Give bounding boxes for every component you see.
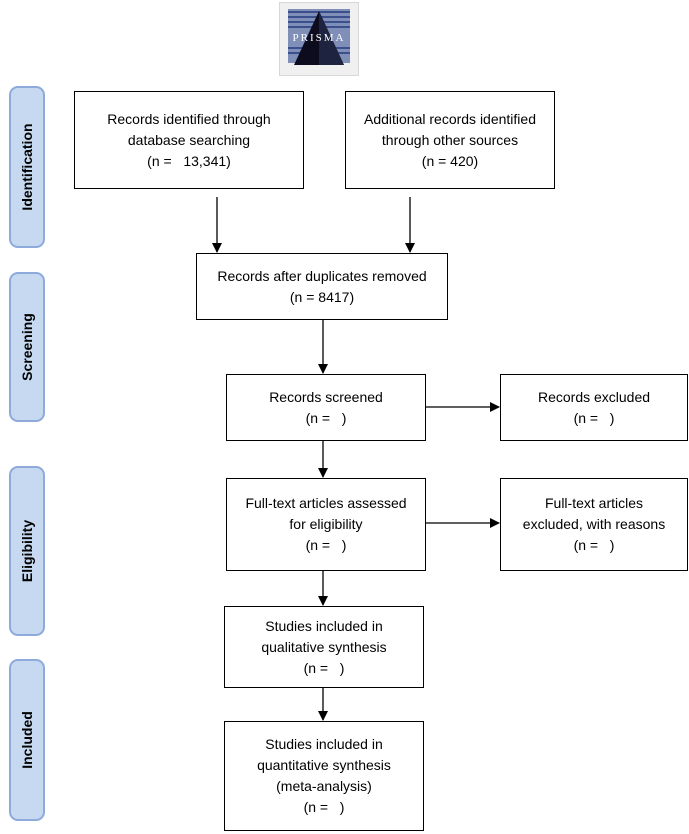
box-qualitative-synthesis: Studies included in qualitative synthesi…	[224, 606, 424, 688]
phase-included: Included	[9, 659, 45, 821]
box-qualitative-line1: Studies included in	[265, 617, 383, 634]
box-fulltext-excluded: Full-text articles excluded, with reason…	[500, 478, 688, 571]
box-other-sources-count: (n = 420)	[421, 152, 479, 169]
phase-eligibility: Eligibility	[9, 466, 45, 636]
box-fulltext-assessed-line1: Full-text articles assessed	[245, 495, 407, 511]
box-fulltext-excluded-count: (n = )	[573, 537, 615, 553]
box-after-duplicates-line1: Records after duplicates removed	[217, 267, 427, 284]
box-database-search-line1: Records identified through	[107, 110, 271, 127]
box-after-duplicates-count: (n = 8417)	[289, 288, 355, 305]
box-quantitative-line2: quantitative synthesis	[257, 757, 391, 773]
box-quantitative-count: (n = )	[303, 799, 345, 815]
box-records-excluded-line1: Records excluded	[537, 388, 651, 405]
box-records-screened-line1: Records screened	[269, 388, 383, 405]
phase-screening: Screening	[9, 272, 45, 422]
box-fulltext-assessed-count: (n = )	[305, 537, 347, 553]
box-database-search: Records identified through database sear…	[74, 91, 304, 189]
box-fulltext-assessed: Full-text articles assessed for eligibil…	[226, 478, 426, 571]
box-fulltext-excluded-line1: Full-text articles	[544, 495, 644, 511]
phase-identification: Identification	[9, 86, 45, 248]
box-fulltext-excluded-line2: excluded, with reasons	[522, 516, 666, 532]
box-database-search-count: (n = 13,341)	[147, 152, 231, 169]
box-database-search-line2: database searching	[127, 131, 251, 148]
box-other-sources-line1: Additional records identified	[364, 110, 536, 127]
box-records-excluded-count: (n = )	[573, 409, 615, 426]
box-after-duplicates: Records after duplicates removed (n = 84…	[196, 253, 448, 320]
box-other-sources-line2: through other sources	[381, 131, 519, 148]
box-records-excluded: Records excluded (n = )	[500, 374, 688, 441]
box-quantitative-line1: Studies included in	[265, 736, 383, 752]
box-qualitative-line2: qualitative synthesis	[261, 638, 387, 655]
logo-text: PRISMA	[292, 32, 346, 44]
box-quantitative-synthesis: Studies included in quantitative synthes…	[224, 721, 424, 831]
box-other-sources: Additional records identified through ot…	[345, 91, 555, 189]
prisma-pyramid-icon	[288, 9, 350, 65]
box-qualitative-count: (n = )	[303, 659, 345, 676]
box-records-screened: Records screened (n = )	[226, 374, 426, 441]
box-records-screened-count: (n = )	[305, 409, 347, 426]
box-fulltext-assessed-line2: for eligibility	[289, 516, 363, 532]
prisma-logo: PRISMA	[279, 2, 359, 76]
box-quantitative-line3: (meta-analysis)	[276, 778, 372, 794]
